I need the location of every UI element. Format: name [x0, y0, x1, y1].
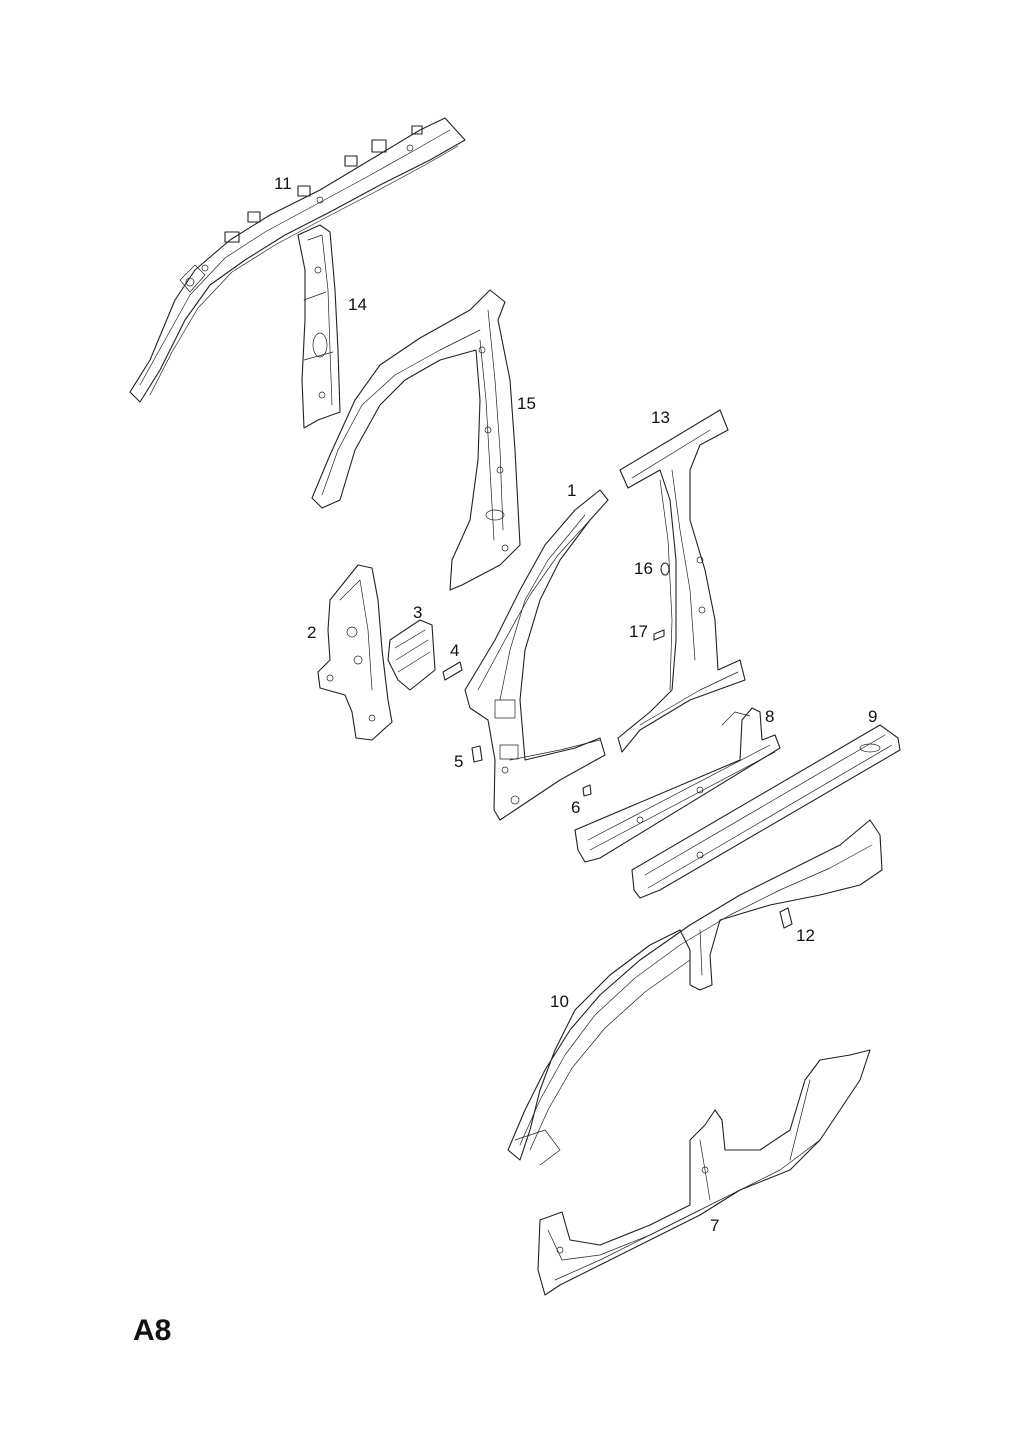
callout-15: 15 — [517, 394, 536, 413]
callout-2: 2 — [307, 623, 316, 642]
part-5-bracket — [471, 745, 483, 763]
sheet-code: A8 — [133, 1314, 172, 1347]
part-11-roof-rail — [129, 117, 466, 403]
part-17-clip — [653, 629, 665, 641]
callout-14: 14 — [348, 295, 367, 314]
callout-5: 5 — [454, 752, 463, 771]
part-3-reinforcement — [387, 619, 436, 691]
callout-7: 7 — [710, 1216, 719, 1235]
callout-4: 4 — [450, 641, 459, 660]
part-7-body-side-lower — [537, 1049, 871, 1296]
part-13-outer-b-pillar — [617, 409, 746, 753]
callout-1: 1 — [567, 481, 576, 500]
callout-16: 16 — [634, 559, 653, 578]
callout-8: 8 — [765, 707, 774, 726]
part-9-rocker-outer — [631, 724, 901, 899]
part-10-body-side-upper — [507, 819, 883, 1166]
callout-17: 17 — [629, 622, 648, 641]
callout-11: 11 — [274, 174, 292, 193]
callout-9: 9 — [868, 707, 877, 726]
callout-3: 3 — [413, 603, 422, 622]
part-1-a-pillar — [464, 489, 609, 821]
part-14-pillar-reinforcement — [297, 224, 341, 429]
callout-12: 12 — [796, 926, 815, 945]
part-4-plate — [442, 661, 463, 681]
callout-10: 10 — [550, 992, 569, 1011]
callout-6: 6 — [571, 798, 580, 817]
part-12-patch — [779, 907, 793, 929]
part-15-inner-pillar-panel — [311, 289, 521, 591]
callout-13: 13 — [651, 408, 670, 427]
part-2-hinge-bracket — [317, 564, 393, 741]
part-16-clip — [660, 562, 670, 576]
part-8-rocker-inner — [574, 707, 781, 863]
part-6-clip — [582, 784, 592, 797]
